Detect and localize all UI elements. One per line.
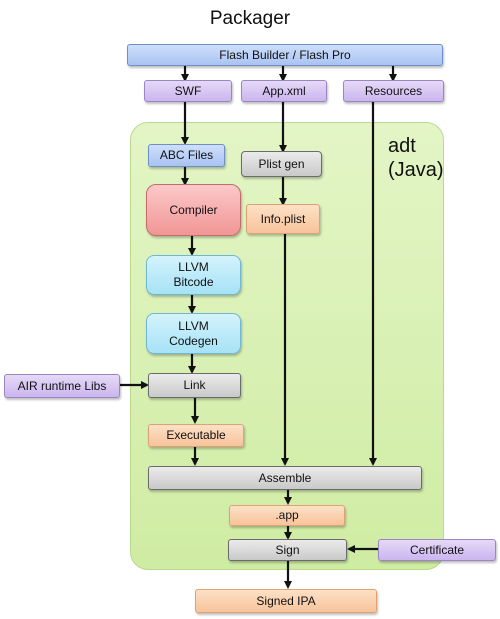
- resources-box: Resources: [343, 80, 444, 102]
- flash-builder-label: Flash Builder / Flash Pro: [219, 47, 351, 62]
- app-box: .app: [229, 505, 345, 526]
- swf-label: SWF: [174, 83, 202, 98]
- sign-box: Sign: [228, 539, 347, 561]
- diagram-title: Packager: [209, 8, 291, 29]
- llvm-bitcode-label-1: LLVM: [178, 260, 209, 274]
- flash-builder-box: Flash Builder / Flash Pro: [127, 44, 443, 66]
- assemble-label: Assemble: [258, 470, 312, 485]
- executable-label: Executable: [166, 428, 226, 442]
- compiler-label: Compiler: [169, 202, 218, 217]
- abc-files-box: ABC Files: [148, 144, 225, 167]
- certificate-label: Certificate: [409, 542, 465, 557]
- signed-ipa-box: Signed IPA: [195, 589, 377, 613]
- app-xml-box: App.xml: [241, 80, 327, 102]
- plist-gen-box: Plist gen: [241, 151, 322, 177]
- adt-label-line1: adt: [388, 135, 416, 157]
- info-plist-label: Info.plist: [260, 211, 306, 226]
- link-box: Link: [148, 373, 241, 398]
- resources-label: Resources: [364, 83, 423, 98]
- abc-files-label: ABC Files: [159, 148, 214, 162]
- air-runtime-libs-label: AIR runtime Libs: [17, 378, 107, 393]
- llvm-codegen-box: LLVM Codegen: [146, 313, 241, 354]
- llvm-codegen-label-2: Codegen: [169, 333, 218, 348]
- sign-label: Sign: [275, 542, 300, 557]
- air-runtime-libs-box: AIR runtime Libs: [4, 374, 120, 398]
- executable-box: Executable: [148, 424, 244, 447]
- llvm-bitcode-label-2: Bitcode: [173, 275, 214, 289]
- link-label: Link: [183, 378, 206, 392]
- compiler-box: Compiler: [146, 184, 241, 236]
- llvm-bitcode-box: LLVM Bitcode: [146, 255, 241, 295]
- app-xml-label: App.xml: [262, 83, 306, 98]
- plist-gen-label: Plist gen: [258, 156, 305, 171]
- adt-java-label: adt (Java): [388, 134, 444, 182]
- info-plist-box: Info.plist: [246, 204, 320, 234]
- assemble-box: Assemble: [148, 466, 422, 490]
- adt-label-line2: (Java): [388, 159, 444, 181]
- llvm-codegen-label-1: LLVM: [178, 318, 209, 333]
- app-label: .app: [275, 508, 299, 522]
- swf-box: SWF: [144, 80, 232, 102]
- certificate-box: Certificate: [378, 539, 496, 561]
- signed-ipa-label: Signed IPA: [256, 593, 316, 608]
